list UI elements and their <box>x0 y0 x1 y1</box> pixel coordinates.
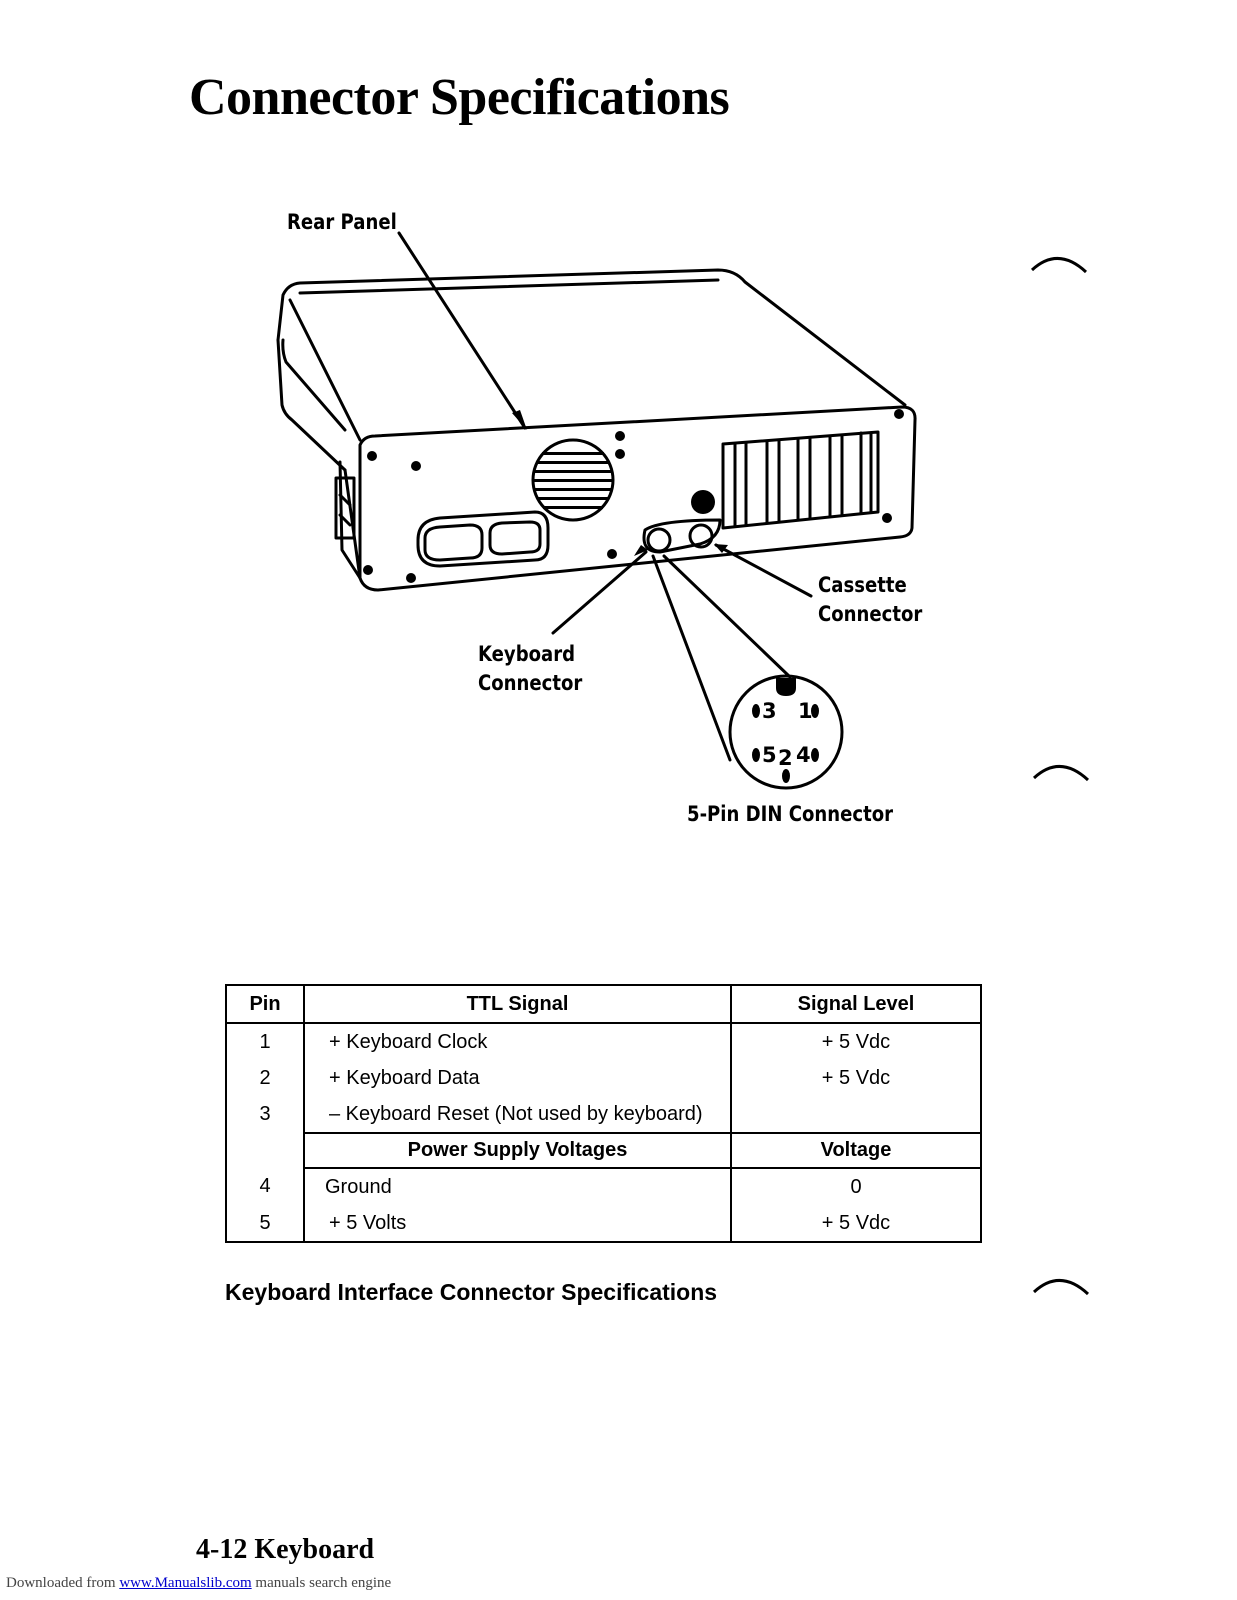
din-connector-label: 5-Pin DIN Connector <box>687 802 894 826</box>
signal-cell: + Keyboard Data <box>303 1060 732 1096</box>
signal-cell: Ground <box>303 1168 732 1205</box>
case-outline <box>276 268 907 407</box>
pin-cell: 2 <box>225 1060 305 1096</box>
level-cell <box>730 1096 982 1133</box>
binder-hole-mark <box>1032 1279 1090 1296</box>
pin-cell: 5 <box>225 1205 305 1243</box>
binder-hole-mark <box>1032 765 1090 782</box>
signal-cell: + Keyboard Clock <box>303 1023 732 1060</box>
connector-spec-table: Pin TTL Signal Signal Level 1 + Keyboard… <box>225 984 982 1243</box>
level-cell: + 5 Vdc <box>730 1205 982 1243</box>
din-pin-3: 3 <box>762 699 777 723</box>
pin-cell: 1 <box>225 1023 305 1060</box>
rear-panel-label: Rear Panel <box>287 210 397 234</box>
keyboard-socket <box>646 527 672 553</box>
expansion-slots <box>721 430 880 530</box>
rear-panel-face <box>358 405 917 592</box>
din-pin-2: 2 <box>778 746 793 770</box>
cassette-socket <box>688 523 714 549</box>
page-title: Connector Specifications <box>189 69 730 126</box>
column-header-signal-level: Signal Level <box>730 984 982 1024</box>
signal-cell: – Keyboard Reset (Not used by keyboard) <box>303 1096 732 1133</box>
table-row: 1 + Keyboard Clock + 5 Vdc <box>225 1023 982 1060</box>
keyboard-connector-label: Keyboard Connector <box>478 642 583 695</box>
column-header-pin: Pin <box>225 984 305 1024</box>
download-prefix: Downloaded from <box>6 1575 120 1591</box>
page-footer: 4-12 Keyboard <box>196 1534 375 1565</box>
level-cell: + 5 Vdc <box>730 1023 982 1060</box>
cassette-connector-label: Cassette Connector <box>818 573 923 626</box>
pin-cell-empty <box>225 1133 305 1168</box>
manualslib-link[interactable]: www.Manualslib.com <box>119 1575 252 1591</box>
subheader-voltage: Voltage <box>730 1132 982 1169</box>
download-suffix: manuals search engine <box>251 1575 392 1591</box>
din-pin-1: 1 <box>798 699 813 723</box>
din-pin-5: 5 <box>762 743 777 767</box>
rear-panel-illustration: 3 1 5 2 4 <box>276 231 917 790</box>
table-subheader-row: Power Supply Voltages Voltage <box>225 1132 982 1169</box>
subheader-power-supply-voltages: Power Supply Voltages <box>303 1132 732 1169</box>
column-header-ttl-signal: TTL Signal <box>303 984 732 1024</box>
table-row: 3 – Keyboard Reset (Not used by keyboard… <box>225 1096 982 1133</box>
level-cell: 0 <box>730 1168 982 1205</box>
download-attribution: Downloaded from www.Manualslib.com manua… <box>6 1575 391 1592</box>
din-detail-circle <box>728 674 844 790</box>
knockout-hole <box>691 490 715 514</box>
table-header-row: Pin TTL Signal Signal Level <box>225 984 982 1024</box>
binder-hole-mark <box>1030 257 1088 274</box>
pin-cell: 3 <box>225 1096 305 1133</box>
level-cell: + 5 Vdc <box>730 1060 982 1096</box>
din-pin-4: 4 <box>796 743 811 767</box>
pin-cell: 4 <box>225 1168 305 1205</box>
table-row: 2 + Keyboard Data + 5 Vdc <box>225 1060 982 1096</box>
table-caption: Keyboard Interface Connector Specificati… <box>225 1279 718 1305</box>
table-row: 4 Ground 0 <box>225 1168 982 1205</box>
signal-cell: + 5 Volts <box>303 1205 732 1243</box>
table-row: 5 + 5 Volts + 5 Vdc <box>225 1205 982 1243</box>
power-receptacle <box>416 510 550 568</box>
